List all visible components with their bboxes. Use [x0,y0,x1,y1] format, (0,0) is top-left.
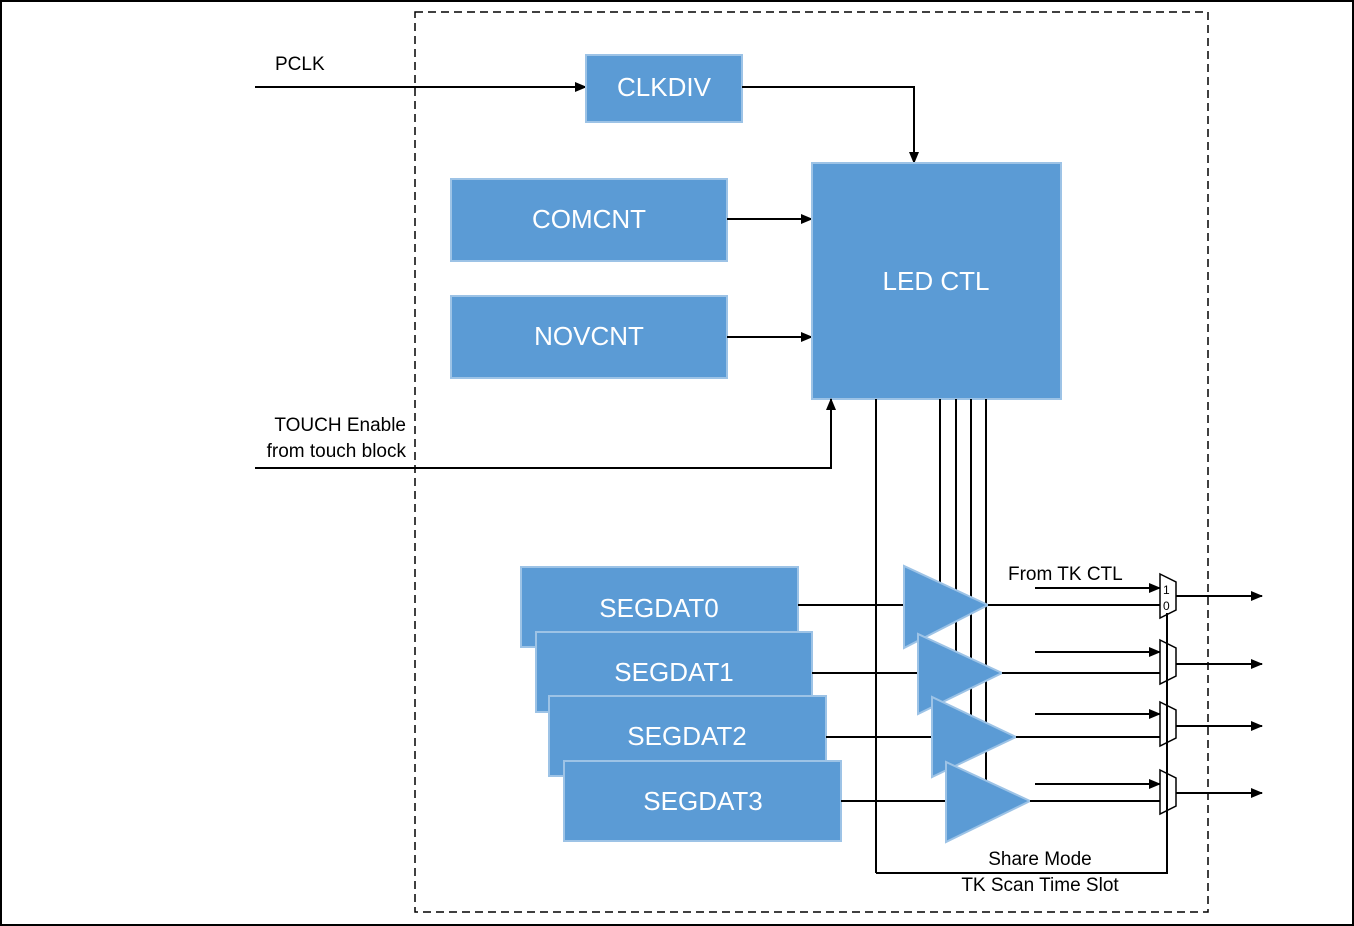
driver-1-triangle [917,632,1005,716]
touch-enable-label-line2: from touch block [267,441,407,462]
comcnt-label: COMCNT [532,204,646,234]
clkdiv-to-ledctl-arrow [742,86,919,164]
share-mode-label: Share Mode [988,849,1092,870]
segdat1-label: SEGDAT1 [614,657,733,687]
driver-2-triangle [931,695,1019,779]
module-boundary [414,11,1209,913]
mux-0 [1159,572,1177,620]
comcnt-block [450,178,728,262]
novcnt-block [450,295,728,379]
led-ctl-block [811,162,1062,400]
driver-0-triangle [903,564,991,650]
share-mode-select-line [876,613,1168,874]
segdat3-label: SEGDAT3 [643,786,762,816]
mux-0-input-0-label: 0 [1163,599,1170,613]
tk-scan-time-slot-label: TK Scan Time Slot [961,875,1119,896]
segdat0-label: SEGDAT0 [599,593,718,623]
segdat3-block [563,760,842,842]
touch-enable-arrow [255,398,836,469]
driver-3-triangle [945,760,1033,844]
clkdiv-block [585,54,743,123]
pclk-label: PCLK [275,54,325,75]
segdat2-label: SEGDAT2 [627,721,746,751]
clkdiv-label: CLKDIV [617,72,712,102]
touch-enable-label-line1: TOUCH Enable [274,415,406,436]
from-tk-ctl-label: From TK CTL [1008,564,1123,585]
mux-0-input-1-label: 1 [1163,583,1170,597]
led-ctl-label: LED CTL [883,266,990,296]
novcnt-label: NOVCNT [534,321,644,351]
